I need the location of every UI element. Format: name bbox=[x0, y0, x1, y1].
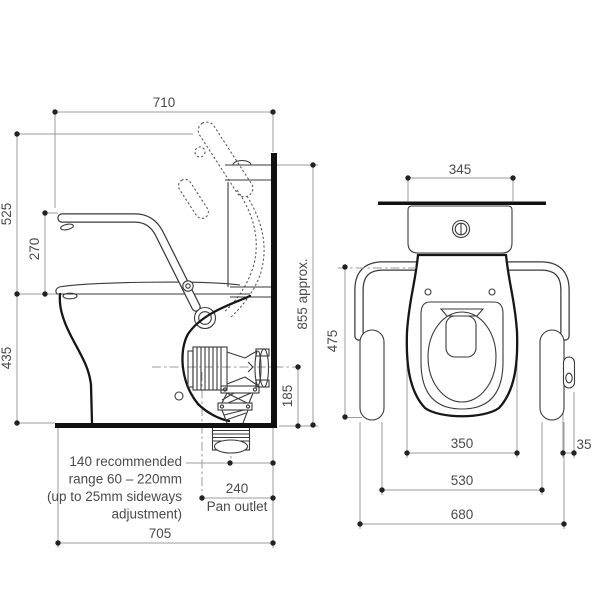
setout-note: 140 recommended range 60 – 220mm (up to … bbox=[47, 454, 182, 522]
side-armrest bbox=[57, 213, 217, 330]
front-seat-bowl bbox=[420, 288, 504, 410]
seat-hinge bbox=[182, 280, 194, 292]
dim-855-label: 855 approx. bbox=[295, 258, 310, 329]
dim-475-label: 475 bbox=[325, 330, 340, 353]
dim-680-label: 680 bbox=[451, 507, 474, 522]
front-grab-rails bbox=[354, 261, 570, 341]
dim-270-label: 270 bbox=[27, 238, 42, 261]
front-dimension-lines bbox=[344, 177, 575, 529]
pan-outlet-label: Pan outlet bbox=[207, 499, 268, 514]
note-line-4: adjustment) bbox=[111, 507, 182, 522]
wall bbox=[271, 153, 277, 428]
left-armrest-pad bbox=[359, 329, 385, 421]
folded-seat-dashed-outline bbox=[177, 121, 265, 319]
dim-525-label: 525 bbox=[0, 203, 14, 226]
dim-710-label: 710 bbox=[153, 95, 176, 110]
front-pan-outline bbox=[405, 253, 519, 418]
pan-outlet-pipe bbox=[211, 426, 251, 454]
dim-185-label: 185 bbox=[280, 385, 295, 408]
side-view: 710 525 270 435 185 855 approx. 240 Pan … bbox=[0, 95, 318, 548]
flush-button bbox=[451, 219, 471, 239]
side-cistern bbox=[225, 159, 271, 298]
right-armrest-pad bbox=[539, 329, 565, 421]
front-wall-line bbox=[378, 201, 546, 205]
pan-connector bbox=[187, 346, 270, 391]
side-fitting bbox=[562, 356, 576, 389]
dim-530-label: 530 bbox=[451, 473, 474, 488]
front-dim-ticks bbox=[342, 175, 577, 527]
front-cistern bbox=[407, 205, 513, 254]
dim-240-label: 240 bbox=[226, 481, 249, 496]
dim-350-label: 350 bbox=[451, 436, 474, 451]
note-line-1: 140 recommended bbox=[69, 454, 182, 469]
side-dimension-lines bbox=[15, 111, 318, 548]
side-seat bbox=[55, 281, 250, 300]
front-view: 345 475 350 35 530 680 bbox=[325, 162, 592, 529]
dim-345-label: 345 bbox=[449, 162, 472, 177]
floor bbox=[55, 423, 277, 428]
side-dim-ticks bbox=[14, 109, 316, 546]
dim-705-label: 705 bbox=[149, 526, 172, 541]
dim-35-label: 35 bbox=[576, 437, 591, 452]
note-line-3: (up to 25mm sideways bbox=[47, 489, 182, 504]
dim-435-label: 435 bbox=[0, 347, 14, 370]
note-line-2: range 60 – 220mm bbox=[69, 472, 182, 487]
outlet-valve bbox=[217, 385, 260, 424]
side-pan-outline bbox=[58, 292, 252, 425]
